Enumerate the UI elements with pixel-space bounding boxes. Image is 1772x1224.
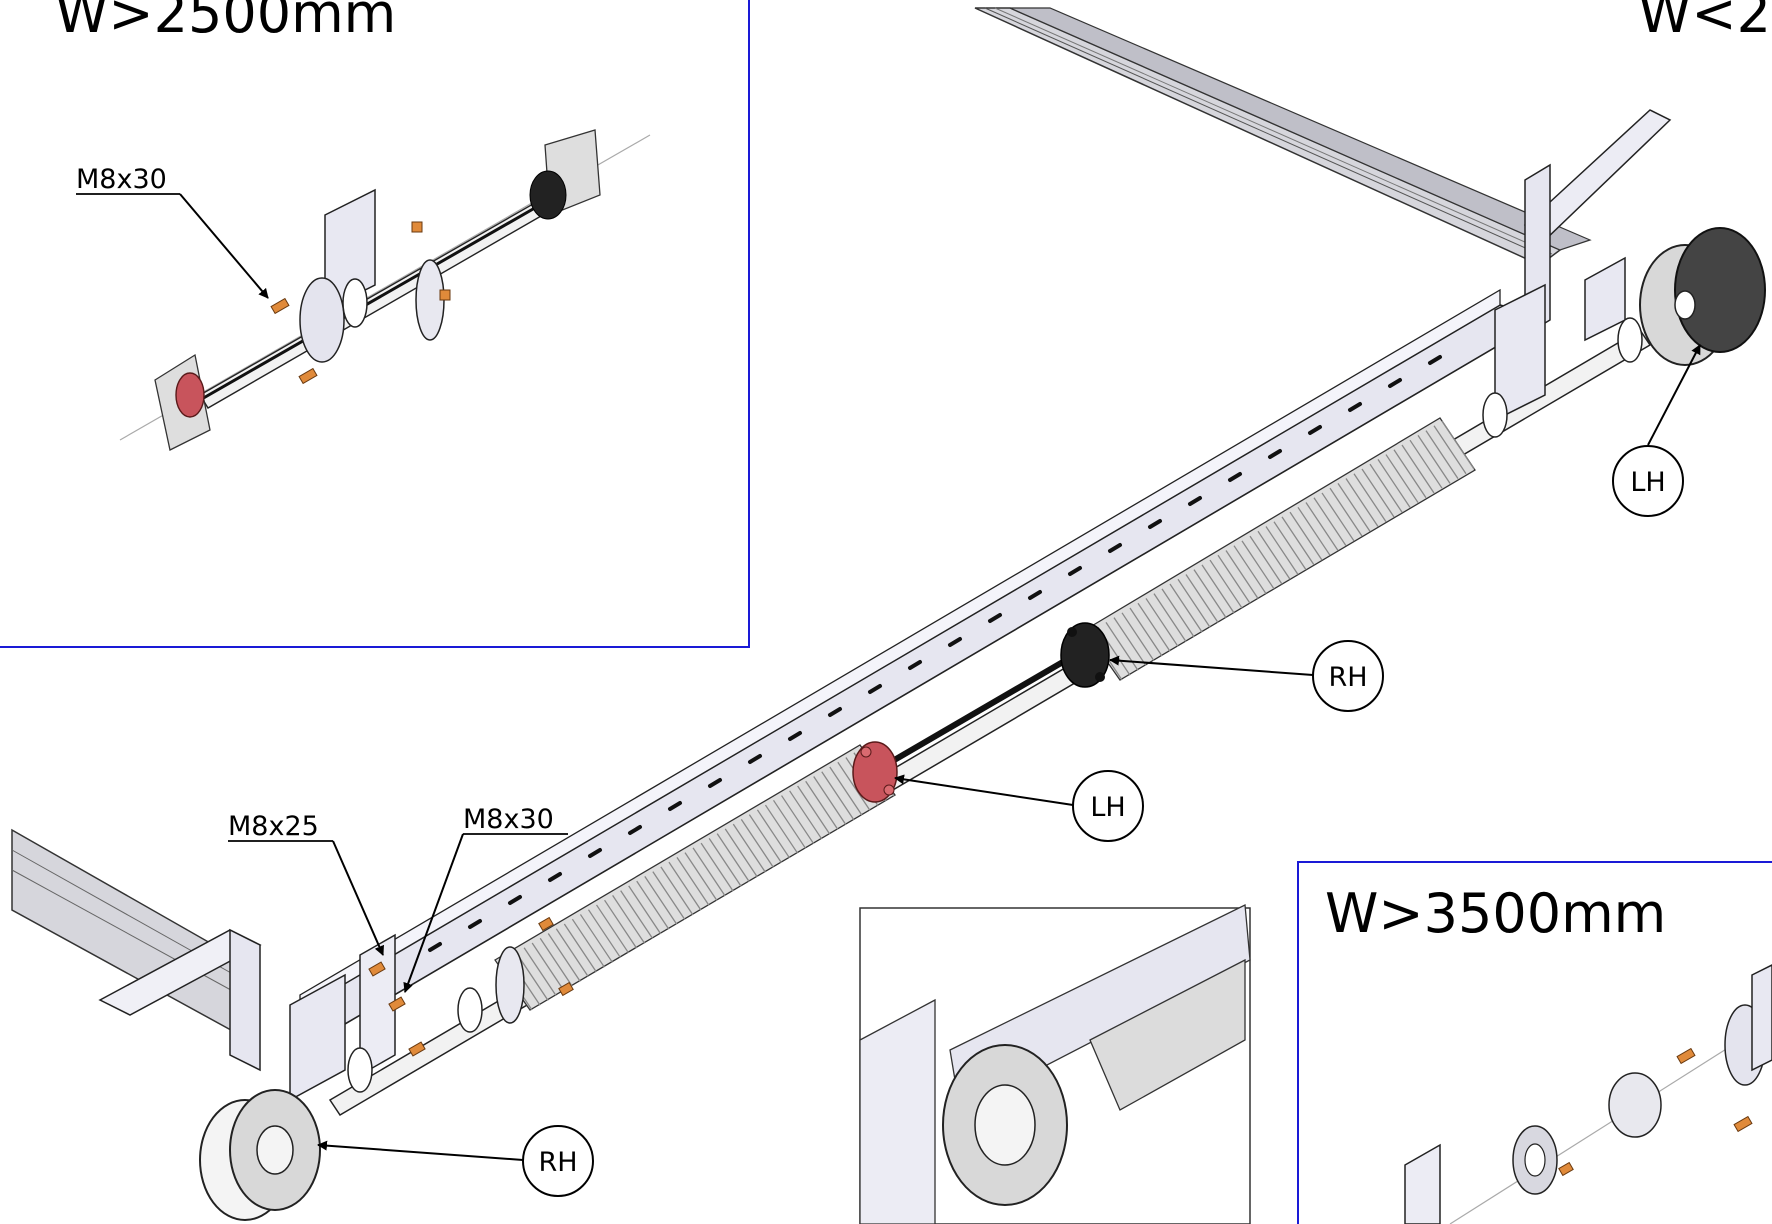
frame-title-w-gt-3500: W>3500mm	[1325, 882, 1666, 945]
frame-title-w-lt-25: W<25	[1638, 0, 1772, 45]
frame-title-w-gt-2500: W>2500mm	[55, 0, 396, 45]
callout-stationary-cone-rh: RH	[1109, 640, 1384, 712]
callout-right-drum-lh: LH	[1612, 344, 1701, 517]
torsion-spring-left	[494, 744, 896, 1011]
callout-main-bolt-right: M8x30	[403, 804, 568, 993]
callout-label-right-drum: LH	[1630, 467, 1665, 498]
left-bolts	[368, 916, 574, 1057]
callout-label-inset-m8x30: M8x30	[76, 164, 167, 195]
winding-cone-red	[852, 741, 898, 803]
callout-label-m8x25: M8x25	[228, 811, 319, 842]
detail-inset-bottom-center	[859, 903, 1251, 1224]
rail-slots	[428, 355, 1442, 952]
detail-frame-w-gt-3500	[1297, 861, 1772, 1224]
right-cable-drum	[1639, 227, 1766, 366]
callout-label-left-drum: RH	[538, 1147, 577, 1178]
callout-label-stationary-cone: RH	[1328, 662, 1367, 693]
callout-left-drum-rh: RH	[317, 1125, 594, 1197]
callout-label-m8x30: M8x30	[463, 804, 554, 835]
stationary-cone-black	[1060, 622, 1110, 688]
callout-main-bolt-left: M8x25	[228, 811, 384, 956]
left-bearing-plate	[347, 933, 525, 1093]
left-perforated-bracket	[98, 928, 346, 1102]
top-horizontal-track	[974, 7, 1592, 266]
right-perforated-bracket	[1494, 109, 1672, 422]
right-bearing	[1482, 317, 1643, 438]
detail-frame-w-gt-2500	[0, 0, 750, 648]
callout-winding-cone-lh: LH	[894, 770, 1144, 842]
callout-label-winding-cone: LH	[1090, 792, 1125, 823]
callout-inset-bolt: M8x30	[76, 164, 269, 299]
left-cable-drum	[199, 1089, 321, 1221]
main-perforated-rail	[298, 288, 1548, 1025]
